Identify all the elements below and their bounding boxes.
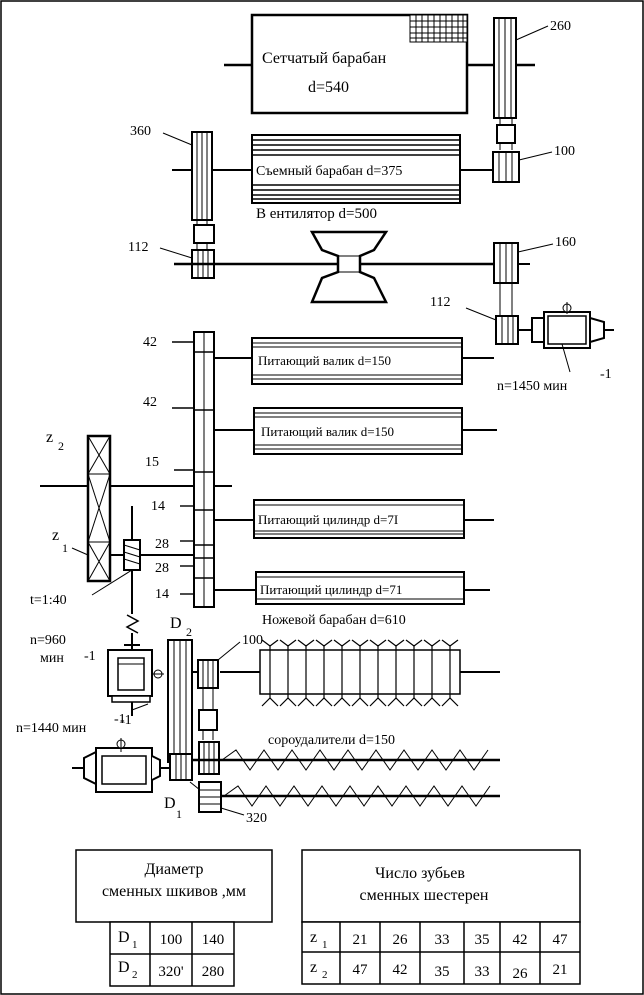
worm-gear: t=1:40 [30, 506, 194, 645]
change-gear-z2: z 2 z 1 [40, 429, 232, 583]
feed-roller-1-label: Питающий валик d=150 [258, 353, 391, 368]
gear-train: 42 42 15 14 28 28 14 [143, 331, 215, 608]
pulley-100-top: 100 [492, 144, 575, 183]
z2-label: z [46, 429, 53, 446]
pulley-260-label: 260 [550, 19, 571, 34]
knife-drum-label: Ножевой барабан d=610 [262, 613, 406, 628]
gear-42-b: 42 [143, 395, 157, 410]
motor-bottom-exp: -1 [120, 713, 132, 728]
motor-middle-unit: мин [40, 651, 64, 666]
table-pulleys-row2-sub: 2 [132, 969, 138, 981]
worm-ratio: t=1:40 [30, 593, 67, 608]
feed-roller-1: Питающий валик d=150 [214, 337, 494, 385]
table-gears-row1-v1: 21 [353, 932, 368, 948]
pulley-260: 260 [493, 17, 571, 119]
table-gears-row1-v5: 42 [513, 932, 528, 948]
pulley-160: 160 [493, 235, 576, 284]
table-pulleys-row2-name: D [118, 959, 130, 976]
table-gears-row1-v2: 26 [393, 932, 409, 948]
mesh-drum: Сетчатый барабан d=540 [224, 13, 535, 115]
table-gears-row2-v3: 35 [435, 964, 450, 980]
table-pulleys-row1-v2: 140 [202, 932, 225, 948]
pulley-d2-label: D [170, 615, 182, 632]
table-gears-row2-v1: 47 [353, 962, 369, 978]
motor-middle-exp2: -1 [114, 712, 126, 727]
doffer-label: Съемный барабан d=375 [256, 164, 402, 179]
pulley-360-label: 360 [130, 124, 151, 139]
pulley-112-motor-label: 112 [430, 295, 450, 310]
pulley-112-left-label: 112 [128, 240, 148, 255]
pulley-d1-label: D [164, 795, 176, 812]
table-gears-row1-v3: 33 [435, 932, 450, 948]
belt-tensioner-left [193, 224, 215, 244]
table-gears-row1-sub: 1 [322, 939, 328, 951]
gear-28-b: 28 [155, 561, 169, 576]
motor-bottom: n=1440 мин -1 [16, 713, 170, 793]
belt-tensioner [496, 124, 516, 144]
fan: 112 [128, 230, 494, 304]
table-gears-row2-v5: 26 [513, 966, 529, 982]
pulley-d2-sub: 2 [186, 625, 192, 639]
gear-14-a: 14 [151, 499, 165, 514]
pulley-320-label: 320 [246, 811, 267, 826]
gear-15: 15 [145, 455, 159, 470]
table-pulleys-row2-v2: 280 [202, 964, 225, 980]
feed-roller-2-label: Питающий валик d=150 [261, 424, 394, 439]
motor-top-speed: n=1450 мин [497, 379, 568, 394]
doffer-drum: 360 Съемный барабан d=375 [130, 124, 493, 221]
feed-roller-2: Питающий валик d=150 [214, 407, 497, 455]
pulley-100-bottom: 100 [197, 633, 263, 740]
fan-label: В ентилятор d=500 [256, 206, 377, 222]
mesh-drum-title: Сетчатый барабан [262, 50, 387, 67]
gear-14-b: 14 [155, 587, 169, 602]
mesh-drum-diameter: d=540 [308, 79, 349, 96]
table-gears-row2-v4: 33 [475, 964, 490, 980]
pulley-d2: D 2 [167, 615, 198, 763]
table-pulleys-row1-sub: 1 [132, 939, 138, 951]
motor-top: 112 n=1450 мин -1 [430, 295, 614, 394]
feed-cylinder-2: Питающий цилиндр d=71 [214, 571, 490, 605]
table-pulley-diameters: Диаметр сменных шкивов ,мм D 1 100 140 D… [75, 849, 273, 987]
table-pulleys-title2: сменных шкивов ,мм [102, 883, 246, 900]
pulley-d1-sub: 1 [176, 807, 182, 821]
motor-middle-speed: n=960 [30, 633, 66, 648]
gear-42-a: 42 [143, 335, 157, 350]
table-gears-row2-name: z [310, 959, 317, 976]
table-gear-teeth: Число зубьев сменных шестерен z 1 21 26 … [301, 849, 581, 985]
pulley-100-top-label: 100 [554, 144, 575, 159]
table-gears-row1-v4: 35 [475, 932, 490, 948]
table-gears-row2-v6: 21 [553, 962, 568, 978]
motor-bottom-speed: n=1440 мин [16, 721, 87, 736]
table-pulleys-row1-name: D [118, 929, 130, 946]
z1-label: z [52, 527, 59, 544]
pulley-100-bottom-label: 100 [242, 633, 263, 648]
mesh-pattern [409, 14, 468, 43]
table-gears-title2: сменных шестерен [360, 887, 489, 904]
z1-sub: 1 [62, 541, 68, 555]
trash-label: сороудалители d=150 [268, 733, 395, 748]
motor-middle-exp: -1 [84, 649, 96, 664]
motor-top-speed-exp: -1 [600, 367, 612, 382]
pulley-d1: D 1 [164, 753, 201, 821]
feed-cylinder-1: Питающий цилиндр d=7I [214, 499, 494, 539]
feed-cylinder-1-label: Питающий цилиндр d=7I [258, 512, 398, 527]
table-gears-row2-sub: 2 [322, 969, 328, 981]
table-gears-row1-v6: 47 [553, 932, 569, 948]
table-gears-title1: Число зубьев [375, 865, 465, 882]
table-gears-row1-name: z [310, 929, 317, 946]
gear-28-a: 28 [155, 537, 169, 552]
table-pulleys-title1: Диаметр [145, 861, 204, 878]
knife-drum [220, 639, 500, 707]
pulley-160-label: 160 [555, 235, 576, 250]
trash-extractors: 320 [180, 741, 500, 826]
motor-middle: n=960 мин -1 -1 [30, 633, 164, 727]
table-gears-row2-v2: 42 [393, 962, 408, 978]
table-pulleys-row2-v1: 320' [158, 964, 184, 980]
z2-sub: 2 [58, 439, 64, 453]
table-pulleys-row1-v1: 100 [160, 932, 183, 948]
feed-cylinder-2-label: Питающий цилиндр d=71 [260, 582, 402, 597]
